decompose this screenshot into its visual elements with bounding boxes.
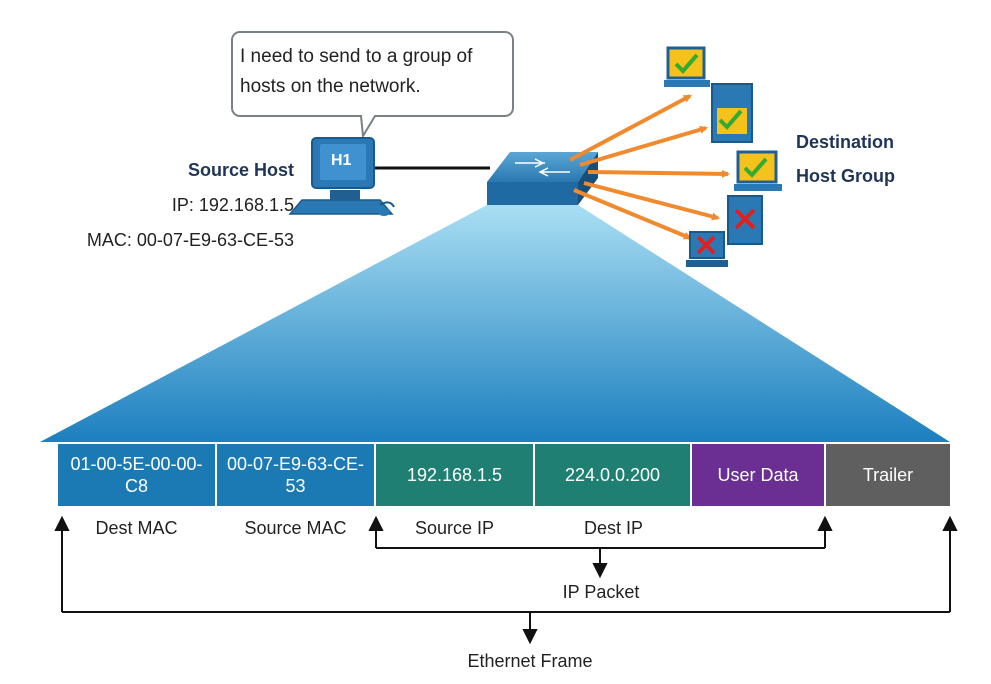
ethernet-frame-label: Ethernet Frame <box>467 651 593 671</box>
pc-label: H1 <box>331 152 352 169</box>
ip-packet-label: IP Packet <box>562 582 640 602</box>
field-value: 192.168.1.5 <box>406 465 503 485</box>
frame-field-source-mac: 00-07-E9-63-CE-53 <box>215 442 376 508</box>
source-host-mac: MAC: 00-07-E9-63-CE-53 <box>86 230 294 250</box>
desktop-computer-icon <box>288 137 395 216</box>
field-value: Trailer <box>862 465 914 485</box>
field-label-dest-mac: Dest MAC <box>95 518 178 538</box>
source-host-title: Source Host <box>187 160 294 180</box>
network-switch-icon <box>487 152 598 205</box>
field-value: 00-07-E9-63-CE-53 <box>226 454 365 496</box>
field-label-source-mac: Source MAC <box>244 518 347 538</box>
speech-bubble-text: I need to send to a group of hosts on th… <box>240 46 473 97</box>
source-host-ip: IP: 192.168.1.5 <box>171 195 294 215</box>
field-value: 224.0.0.200 <box>564 465 661 485</box>
host-x-icon <box>727 195 763 245</box>
host-check-icon <box>711 83 753 143</box>
frame-field-source-ip: 192.168.1.5 <box>374 442 535 508</box>
destination-label-line2: Host Group <box>796 166 895 186</box>
frame-field-trailer: Trailer <box>824 442 952 508</box>
field-label-dest-ip: Dest IP <box>583 518 644 538</box>
frame-field-user-data: User Data <box>690 442 826 508</box>
destination-label-line1: Destination <box>796 132 895 152</box>
multicast-arrows <box>569 94 730 240</box>
host-x-icon <box>686 231 728 267</box>
field-value: User Data <box>717 465 799 485</box>
ip-packet-bracket <box>368 515 833 579</box>
field-label-source-ip: Source IP <box>414 518 495 538</box>
host-check-icon <box>734 150 782 191</box>
frame-field-dest-ip: 224.0.0.200 <box>533 442 692 508</box>
host-check-icon <box>664 46 710 87</box>
ethernet-frame-bracket <box>54 515 958 645</box>
frame-field-dest-mac: 01-00-5E-00-00-C8 <box>56 442 217 508</box>
frame-expansion-cone <box>40 205 950 442</box>
field-value: 01-00-5E-00-00-C8 <box>70 454 203 496</box>
speech-bubble-icon <box>231 31 514 140</box>
